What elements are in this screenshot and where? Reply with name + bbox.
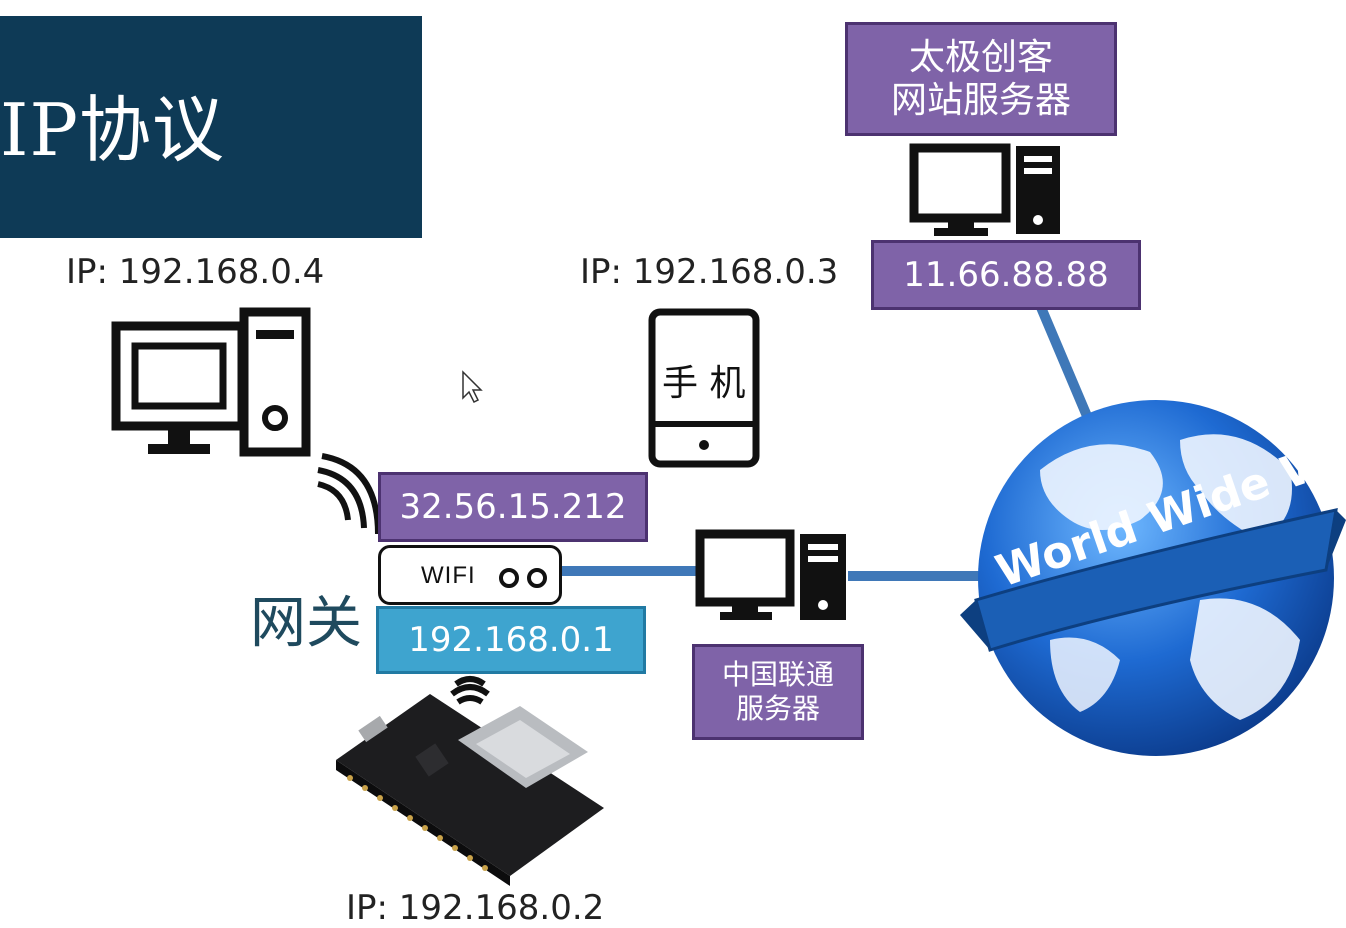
desktop-pc-icon: [111, 307, 311, 457]
router-led-icon: [499, 568, 519, 588]
mouse-cursor-icon: [462, 370, 483, 404]
phone-ip-label: IP: 192.168.0.3: [580, 252, 839, 292]
web-server-ip-box: 11.66.88.88: [871, 240, 1141, 310]
web-server-label-line2: 网站服务器: [890, 80, 1071, 121]
wifi-signal-icon-pc: [317, 453, 381, 535]
router-lan-ip-box: 192.168.0.1: [376, 606, 646, 674]
wifi-router: WIFI: [378, 545, 562, 605]
board-ip-label: IP: 192.168.0.2: [346, 888, 605, 928]
isp-server-label-line1: 中国联通: [721, 658, 834, 692]
web-server-label-box: 太极创客 网站服务器: [845, 22, 1117, 136]
nodemcu-board-icon: [336, 694, 604, 886]
web-server-icon: [909, 143, 1060, 236]
title-banner: IP协议: [0, 16, 422, 238]
globe-icon: [960, 400, 1346, 756]
gateway-label: 网关: [250, 591, 362, 656]
router-led-icon: [527, 568, 547, 588]
router-public-ip-box: 32.56.15.212: [378, 472, 648, 542]
phone-label: 手 机: [662, 363, 746, 404]
phone-icon: [648, 308, 760, 468]
isp-server-label-line2: 服务器: [735, 692, 820, 725]
wifi-signal-icon-board: [450, 676, 490, 705]
router-label: WIFI: [421, 562, 476, 589]
link-globe-webserver: [1035, 303, 1100, 437]
pc-ip-label: IP: 192.168.0.4: [66, 252, 325, 292]
slide-title: IP协议: [0, 88, 225, 172]
isp-server-icon: [695, 529, 846, 620]
web-server-label-line1: 太极创客: [908, 36, 1053, 78]
isp-server-label-box: 中国联通 服务器: [692, 644, 864, 740]
